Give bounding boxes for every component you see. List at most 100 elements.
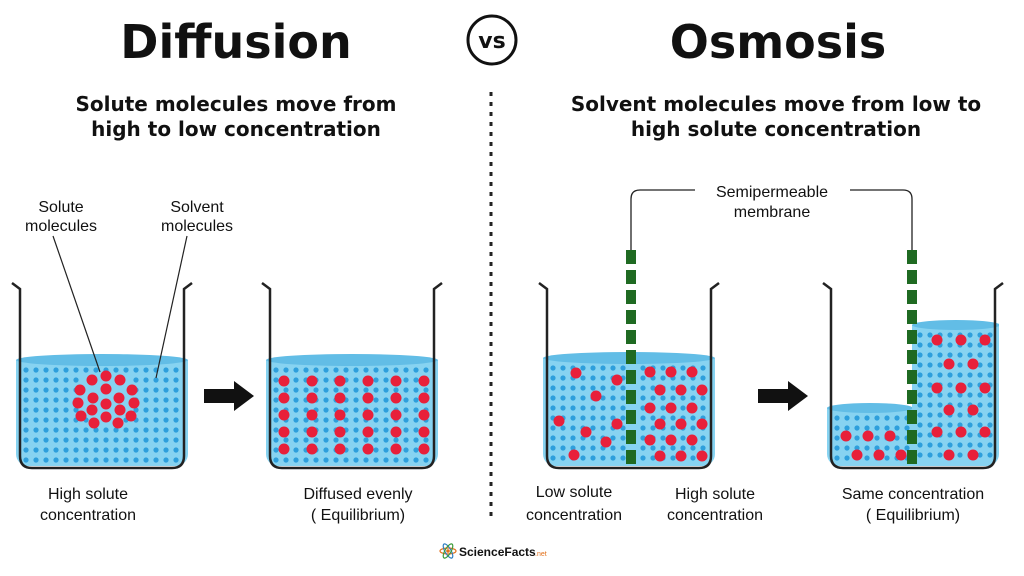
solvent-molecule — [640, 455, 646, 461]
membrane-pointer-right — [850, 189, 913, 250]
solvent-molecule — [650, 385, 656, 391]
solvent-molecule — [967, 332, 973, 338]
solvent-molecule — [373, 437, 379, 443]
solvent-molecule — [63, 407, 69, 413]
vs-badge: vs — [466, 14, 518, 66]
solvent-molecule — [53, 427, 59, 433]
solvent-molecule — [163, 447, 169, 453]
solvent-molecule — [173, 457, 179, 463]
solvent-molecule — [33, 447, 39, 453]
solvent-molecule — [293, 377, 299, 383]
solvent-molecule — [93, 367, 99, 373]
solvent-molecule — [323, 387, 329, 393]
solvent-molecule — [353, 387, 359, 393]
solvent-molecule — [133, 427, 139, 433]
solvent-molecule — [680, 445, 686, 451]
solvent-molecule — [977, 392, 983, 398]
solvent-molecule — [894, 435, 900, 441]
membrane-segment — [626, 390, 636, 404]
solvent-molecule — [163, 397, 169, 403]
solvent-molecule — [133, 437, 139, 443]
solvent-molecule — [63, 377, 69, 383]
solvent-molecule — [273, 427, 279, 433]
solvent-molecule — [834, 415, 840, 421]
solute-molecule — [696, 418, 708, 430]
solvent-molecule — [660, 405, 666, 411]
solvent-molecule — [403, 387, 409, 393]
membrane-pointer-left — [630, 189, 695, 250]
beaker1-contents — [16, 354, 188, 466]
solute-molecule — [895, 449, 907, 461]
solvent-molecule — [413, 417, 419, 423]
solvent-molecule — [53, 377, 59, 383]
solvent-molecule — [413, 457, 419, 463]
solvent-molecule — [904, 425, 910, 431]
solvent-molecule — [43, 417, 49, 423]
solvent-molecule — [967, 342, 973, 348]
beaker4-caption-line2: ( Equilibrium) — [866, 507, 960, 524]
solvent-molecule — [580, 375, 586, 381]
solvent-molecule — [937, 422, 943, 428]
solvent-molecule — [123, 447, 129, 453]
solvent-molecule — [393, 437, 399, 443]
solvent-molecule — [987, 412, 993, 418]
solvent-molecule — [333, 437, 339, 443]
solvent-molecule — [560, 365, 566, 371]
solvent-molecule — [987, 452, 993, 458]
solvent-molecule — [844, 455, 850, 461]
solvent-molecule — [43, 407, 49, 413]
solvent-molecule — [590, 435, 596, 441]
solvent-molecule — [23, 387, 29, 393]
solvent-molecule — [423, 457, 429, 463]
solvent-molecule — [83, 437, 89, 443]
solvent-molecule — [600, 375, 606, 381]
solvent-molecule — [143, 427, 149, 433]
solvent-molecule — [353, 407, 359, 413]
solvent-molecule — [83, 447, 89, 453]
solute-molecule — [686, 434, 698, 446]
solvent-molecule — [93, 457, 99, 463]
solute-molecule — [955, 334, 967, 346]
solvent-molecule — [590, 375, 596, 381]
solvent-molecule — [63, 397, 69, 403]
solvent-molecule — [403, 457, 409, 463]
solvent-molecule — [640, 405, 646, 411]
solvent-molecule — [113, 427, 119, 433]
solvent-molecule — [363, 457, 369, 463]
solvent-label-line2: molecules — [161, 218, 233, 235]
osmosis-subtitle-line2: high solute concentration — [631, 117, 921, 141]
solvent-molecule — [403, 447, 409, 453]
solvent-molecule — [293, 457, 299, 463]
solvent-molecule — [917, 452, 923, 458]
beaker-osmosis-start — [538, 250, 720, 470]
solvent-molecule — [987, 372, 993, 378]
solute-molecule — [580, 426, 592, 438]
solute-molecule — [665, 434, 677, 446]
solvent-molecule — [977, 442, 983, 448]
solvent-molecule — [163, 377, 169, 383]
solvent-molecule — [43, 367, 49, 373]
solute-molecule — [931, 334, 943, 346]
solvent-molecule — [343, 407, 349, 413]
solvent-molecule — [33, 387, 39, 393]
solvent-molecule — [967, 382, 973, 388]
solute-molecule — [278, 409, 290, 421]
solvent-molecule — [383, 437, 389, 443]
solvent-molecule — [650, 455, 656, 461]
solute-molecule — [390, 409, 402, 421]
solvent-molecule — [620, 385, 626, 391]
solvent-molecule — [580, 395, 586, 401]
logo-suffix: .net — [535, 551, 547, 558]
solvent-molecule — [917, 402, 923, 408]
solvent-molecule — [143, 397, 149, 403]
solvent-molecule — [123, 437, 129, 443]
solvent-molecule — [570, 445, 576, 451]
solvent-molecule — [680, 405, 686, 411]
diffusion-subtitle-line1: Solute molecules move from — [76, 92, 397, 116]
solvent-molecule — [293, 407, 299, 413]
solvent-molecule — [383, 447, 389, 453]
solvent-molecule — [620, 405, 626, 411]
solvent-molecule — [600, 455, 606, 461]
solute-molecule — [334, 392, 346, 404]
